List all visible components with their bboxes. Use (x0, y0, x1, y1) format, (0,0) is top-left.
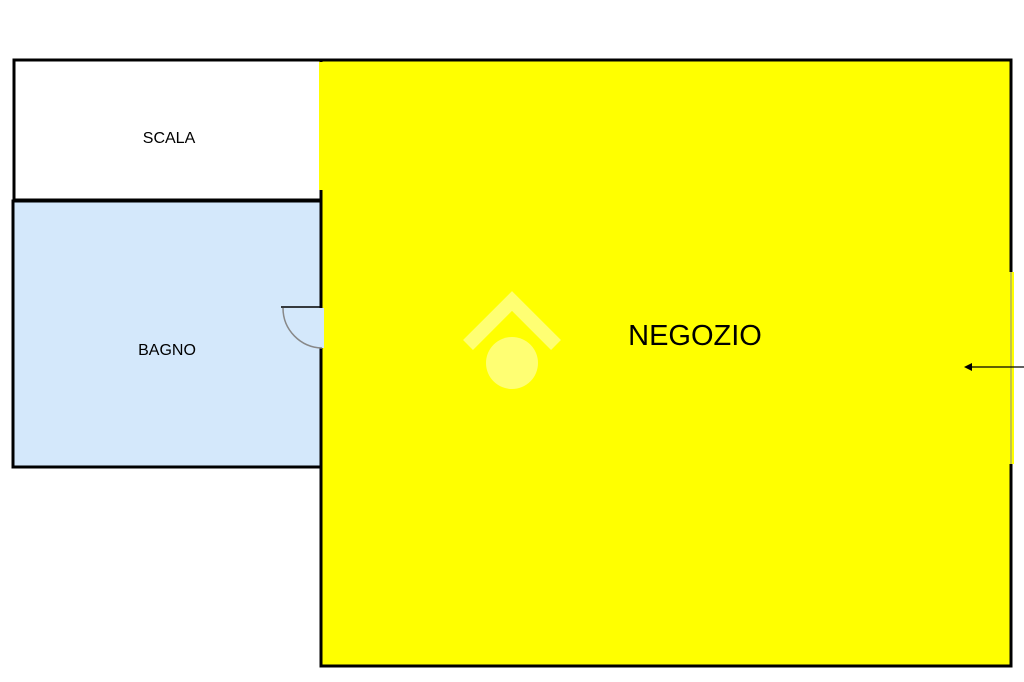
entrance-arrow-icon (964, 363, 1024, 371)
scala-opening (319, 62, 324, 190)
room-bagno (11, 199, 323, 469)
room-label-negozio: NEGOZIO (628, 320, 762, 352)
watermark-logo-icon (463, 291, 561, 389)
room-negozio (319, 58, 1013, 668)
room-label-scala: SCALA (143, 130, 196, 147)
bathroom-door-opening (319, 308, 324, 348)
room-label-bagno: BAGNO (138, 342, 196, 359)
bathroom-door-icon (281, 306, 323, 349)
room-scala (12, 58, 323, 202)
